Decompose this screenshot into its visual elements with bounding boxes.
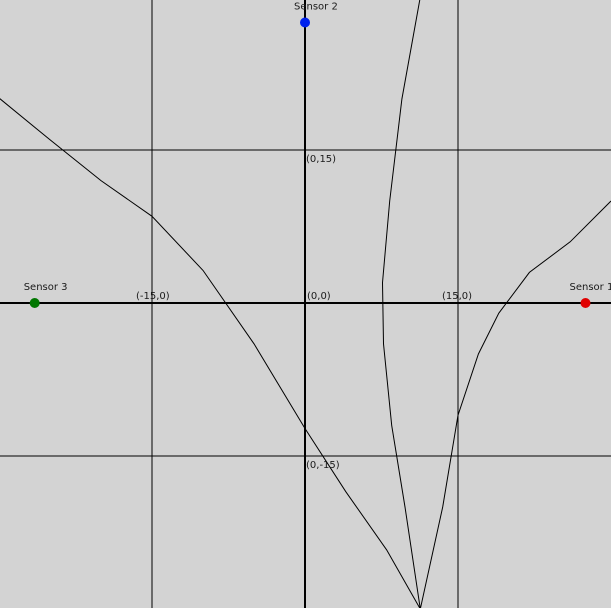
- sensor-3-dot: [29, 298, 40, 308]
- sensor-1-label: Sensor 1: [570, 282, 611, 293]
- sensor-3-label: Sensor 3: [24, 282, 68, 293]
- coord-label: (-15,0): [136, 291, 170, 302]
- coordinate-labels: (0,0) (-15,0) (15,0) (0,15) (0,-15): [136, 154, 472, 471]
- coord-label: (0,0): [307, 291, 331, 302]
- sensor-2-label: Sensor 2: [294, 2, 338, 13]
- curve-hyperbola-sensor2-sensor1: [381, 0, 421, 608]
- sensor-2-dot: [300, 17, 310, 28]
- curve-hyperbola-sensor3-sensor1: [0, 98, 421, 608]
- coord-label: (0,-15): [306, 460, 340, 471]
- coord-label: (0,15): [306, 154, 336, 165]
- sensor-1-dot: [580, 298, 591, 308]
- coord-label: (15,0): [442, 291, 472, 302]
- curve-hyperbola-sensor1-branch: [420, 200, 611, 608]
- sensors: Sensor 1 Sensor 2 Sensor 3: [24, 2, 611, 308]
